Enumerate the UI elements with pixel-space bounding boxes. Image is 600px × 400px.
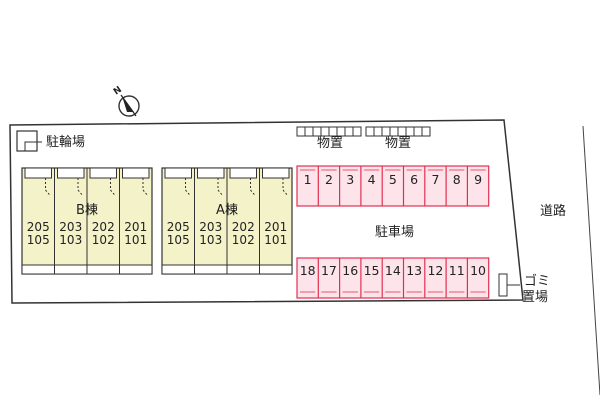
unit-stair-dashes: [185, 178, 191, 197]
compass: N: [112, 85, 140, 117]
unit-number-lower: 103: [59, 233, 82, 247]
building-name: A棟: [216, 203, 238, 218]
unit-stair-dashes: [250, 178, 256, 197]
unit-entrance-notch: [229, 167, 257, 179]
parking-space-number: 6: [410, 172, 418, 187]
unit-number-upper: 202: [92, 220, 115, 234]
parking-space-number: 5: [389, 172, 397, 187]
bicycle-parking-label: 駐輪場: [46, 134, 85, 150]
parking-row-outline: [296, 257, 490, 299]
unit-stair-dashes: [110, 178, 116, 197]
parking-space-number: 2: [325, 172, 333, 187]
garbage-area-label-line2: 置場: [522, 290, 548, 305]
parking-space-number: 3: [346, 172, 354, 187]
parking-space-number: 11: [449, 263, 465, 278]
parking-space-number: 18: [300, 263, 316, 278]
parking-space-number: 17: [321, 263, 337, 278]
unit-number-upper: 203: [199, 220, 222, 234]
parking-space-number: 13: [406, 263, 422, 278]
unit-number-lower: 102: [92, 233, 115, 247]
unit-stair-dashes: [282, 178, 289, 197]
parking-lot-label: 駐車場: [375, 225, 414, 240]
building-name: B棟: [76, 203, 98, 218]
unit-stair-dashes: [217, 178, 224, 197]
compass-needle-line: [120, 94, 137, 117]
garbage-area-box: [498, 273, 508, 297]
road-label: 道路: [540, 203, 566, 219]
unit-number-lower: 102: [232, 233, 255, 247]
compass-north-label: N: [112, 85, 124, 98]
unit-number-lower: 105: [167, 233, 190, 247]
unit-stair-dashes: [142, 178, 149, 197]
garbage-area-label-line1: ゴミ: [524, 273, 550, 289]
parking-space-number: 8: [453, 172, 461, 187]
unit-entrance-notch: [122, 167, 150, 179]
parking-space-number: 4: [368, 172, 376, 187]
unit-entrance-notch: [164, 167, 192, 179]
unit-number-lower: 105: [27, 233, 50, 247]
parking-space-number: 16: [342, 263, 358, 278]
unit-number-upper: 203: [59, 220, 82, 234]
unit-entrance-notch: [24, 167, 52, 179]
road-edge-line: [582, 125, 600, 396]
unit-number-lower: 103: [199, 233, 222, 247]
parking-space-number: 10: [470, 263, 486, 278]
unit-number-upper: 202: [232, 220, 255, 234]
parking-row-outline: [296, 165, 490, 207]
unit-stair-dashes: [45, 178, 51, 197]
storage-shed-2: [365, 126, 431, 137]
unit-stair-dashes: [77, 178, 84, 197]
unit-number-upper: 205: [167, 220, 190, 234]
parking-space-number: 12: [427, 263, 443, 278]
bicycle-parking-leader: [24, 141, 42, 151]
storage-label-1: 物置: [317, 136, 343, 151]
parking-space-number: 9: [474, 172, 482, 187]
parking-space-number: 1: [304, 172, 312, 187]
unit-number-upper: 205: [27, 220, 50, 234]
bicycle-parking-box: [16, 130, 38, 152]
parking-space-number: 15: [364, 263, 380, 278]
storage-label-2: 物置: [385, 136, 411, 151]
parking-space-number: 7: [431, 172, 439, 187]
unit-entrance-notch: [197, 167, 225, 179]
unit-number-upper: 201: [124, 220, 147, 234]
storage-shed-1: [296, 126, 362, 137]
unit-entrance-notch: [57, 167, 85, 179]
parking-space-number: 14: [385, 263, 401, 278]
unit-number-lower: 101: [264, 233, 287, 247]
unit-number-upper: 201: [264, 220, 287, 234]
unit-entrance-notch: [262, 167, 290, 179]
unit-number-lower: 101: [124, 233, 147, 247]
parking-row-bottom: 18 17 16 15 14 13 12 11 10: [296, 257, 490, 299]
unit-entrance-notch: [89, 167, 117, 179]
